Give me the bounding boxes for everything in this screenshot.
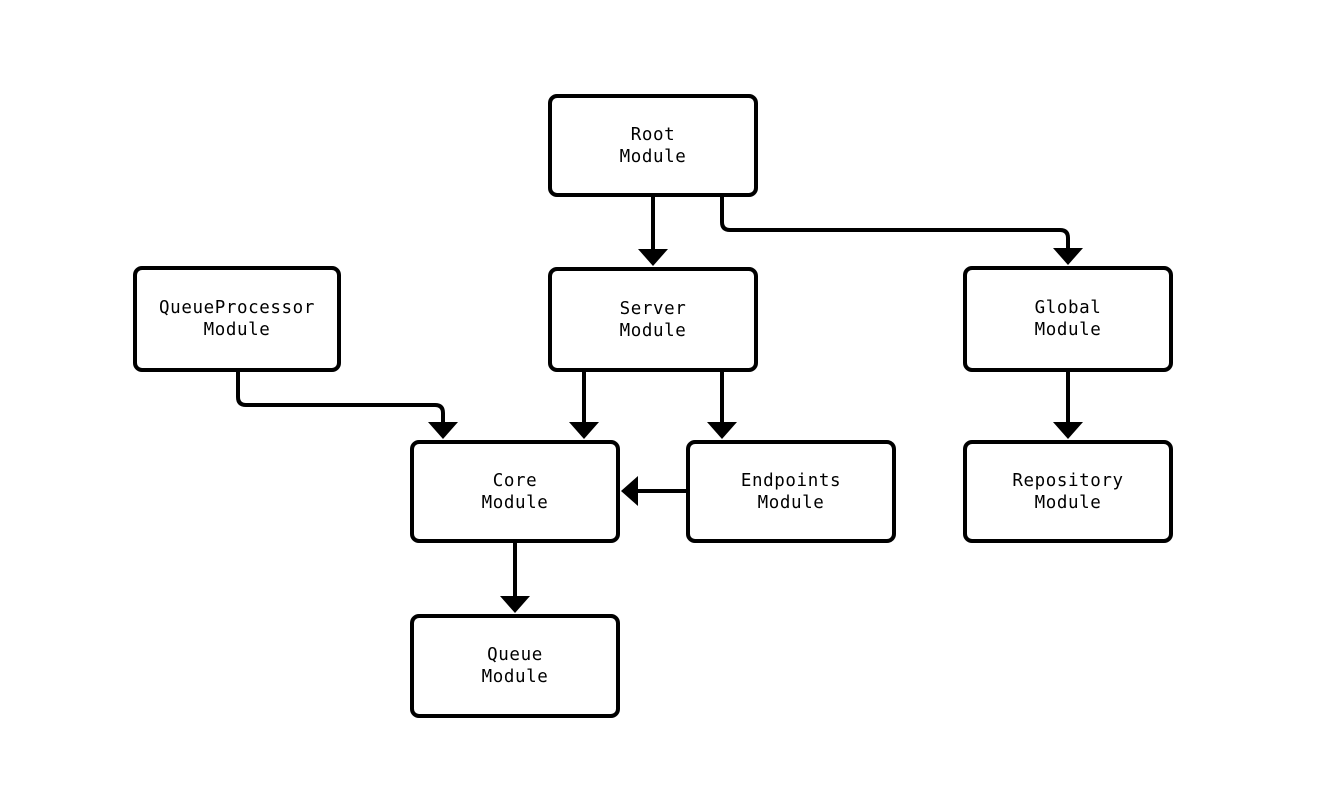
edge-queueprocessor-to-core (236, 372, 458, 439)
edge-global-to-repository (1053, 372, 1083, 439)
arrowhead-icon (569, 422, 599, 439)
arrowhead-icon (638, 249, 668, 266)
node-label-name: Root (630, 124, 676, 145)
edge-server-to-endpoints (707, 372, 737, 439)
arrowhead-icon (428, 422, 458, 439)
node-label-suffix: Module (481, 492, 549, 513)
node-label-suffix: Module (619, 146, 687, 167)
edge-endpoints-to-core (621, 476, 686, 506)
node-label-name: Core (492, 470, 538, 491)
arrowhead-icon (707, 422, 737, 439)
edge-root-to-global (720, 197, 1083, 265)
arrowhead-icon (1053, 248, 1083, 265)
node-label-name: Global (1034, 298, 1102, 318)
node-label-suffix: Module (1034, 320, 1102, 340)
edge-root-to-server (638, 197, 668, 266)
edge-line (236, 372, 445, 425)
node-label-name: Endpoints (740, 470, 842, 491)
node-label-name: Repository (1012, 470, 1124, 491)
node-label-name: Queue (487, 645, 543, 665)
edge-core-to-queue (500, 543, 530, 613)
node-label-suffix: Module (619, 320, 687, 341)
node-label-suffix: Module (1034, 492, 1102, 513)
edge-server-to-core (569, 372, 599, 439)
node-label-suffix: Module (757, 492, 825, 513)
node-label-name: QueueProcessor (159, 298, 315, 318)
edge-line (720, 197, 1070, 251)
arrowhead-icon (500, 596, 530, 613)
node-label-name: Server (619, 298, 687, 319)
arrowhead-icon (1053, 422, 1083, 439)
node-label-suffix: Module (203, 320, 271, 340)
arrowhead-icon (621, 476, 638, 506)
node-label-suffix: Module (481, 667, 549, 687)
